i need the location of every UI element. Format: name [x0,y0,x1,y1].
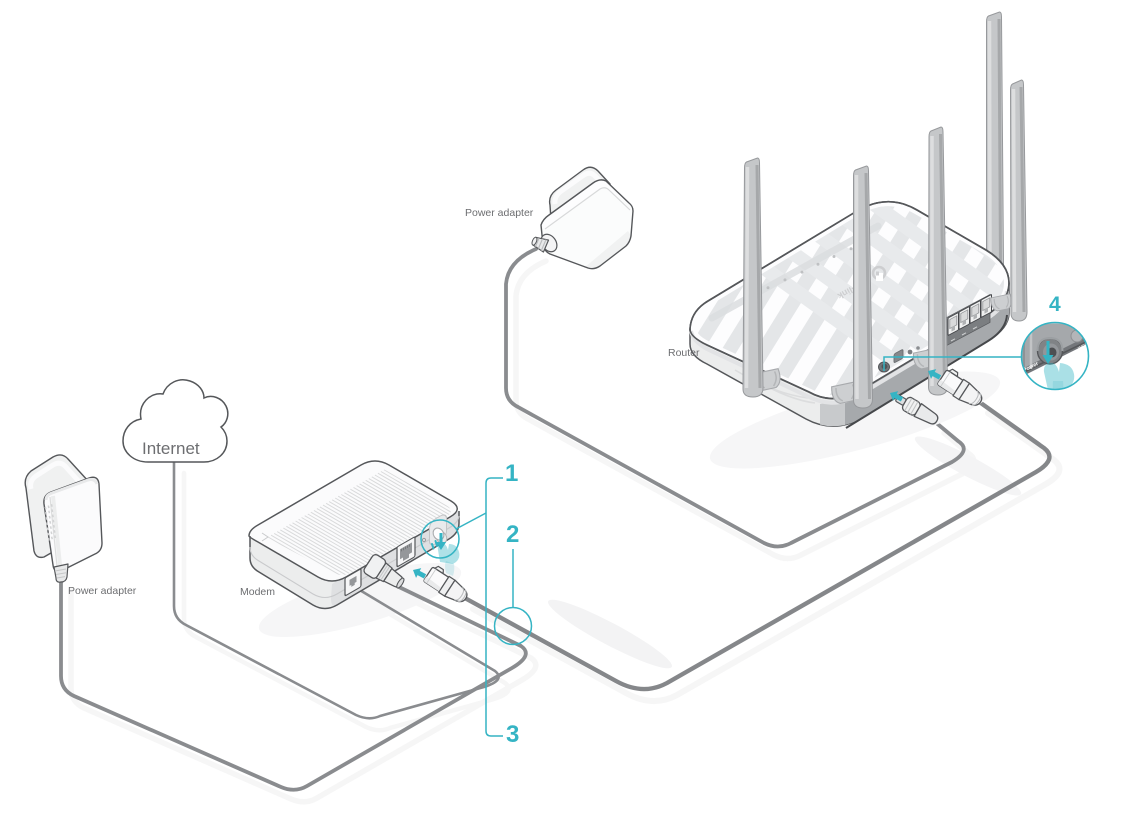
svg-text:1: 1 [505,460,518,487]
svg-text:Internet: Internet [142,439,200,458]
svg-text:Modem: Modem [240,586,275,598]
svg-text:Router: Router [668,347,700,359]
svg-text:3: 3 [506,721,519,748]
svg-text:2: 2 [506,521,519,548]
svg-text:Power adapter: Power adapter [465,207,534,219]
svg-text:WPS: WPS [1077,342,1088,351]
svg-text:Power adapter: Power adapter [68,585,137,597]
svg-text:4: 4 [1049,293,1061,316]
